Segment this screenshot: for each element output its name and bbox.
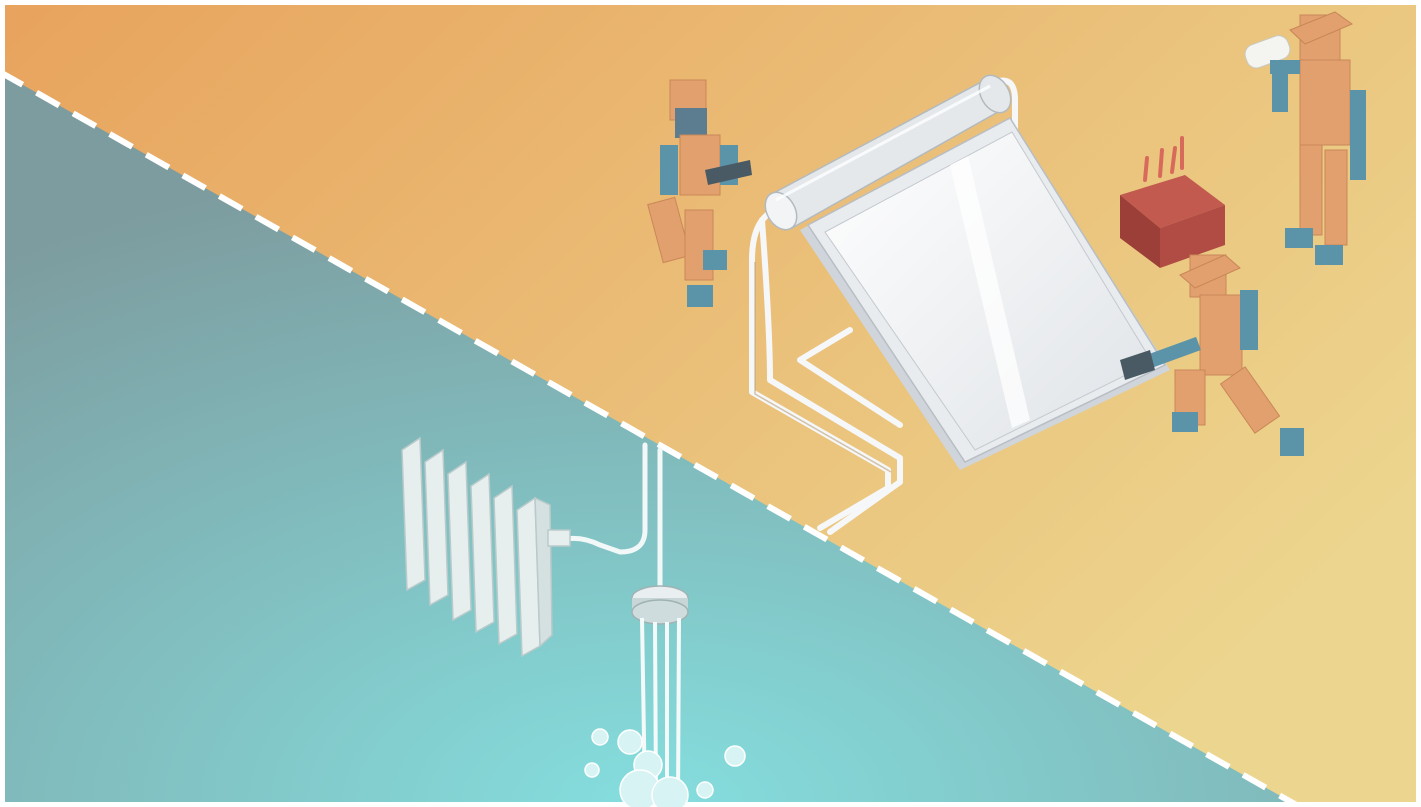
illustration-canvas <box>0 0 1421 807</box>
